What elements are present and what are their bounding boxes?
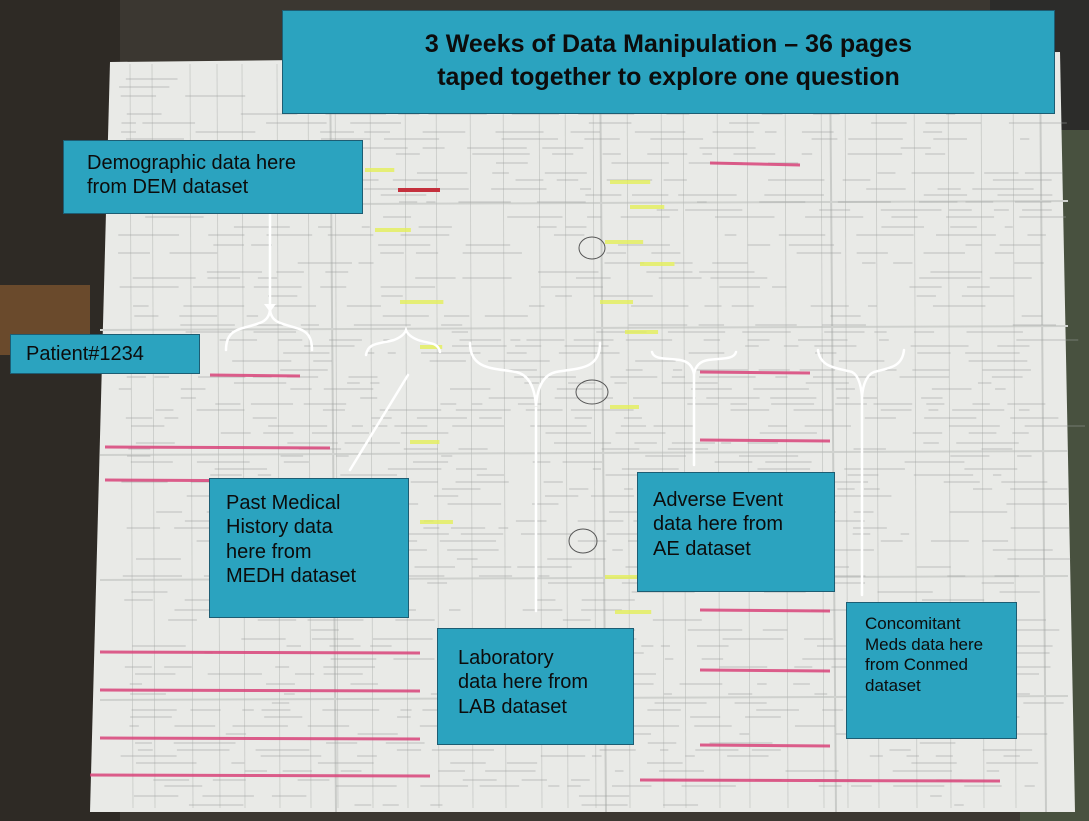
title-banner: 3 Weeks of Data Manipulation – 36 pages … (282, 10, 1055, 114)
demographic-callout: Demographic data here from DEM dataset (63, 140, 363, 214)
adverse-event-callout: Adverse Event data here from AE dataset (637, 472, 835, 592)
laboratory-callout: Laboratory data here from LAB dataset (437, 628, 634, 745)
conmed-callout: Concomitant Meds data here from Conmed d… (846, 602, 1017, 739)
annotation-brackets (224, 212, 906, 613)
highlighter-marks (89, 161, 1001, 783)
medical-history-callout: Past Medical History data here from MEDH… (209, 478, 409, 618)
patient-callout: Patient#1234 (10, 334, 200, 374)
